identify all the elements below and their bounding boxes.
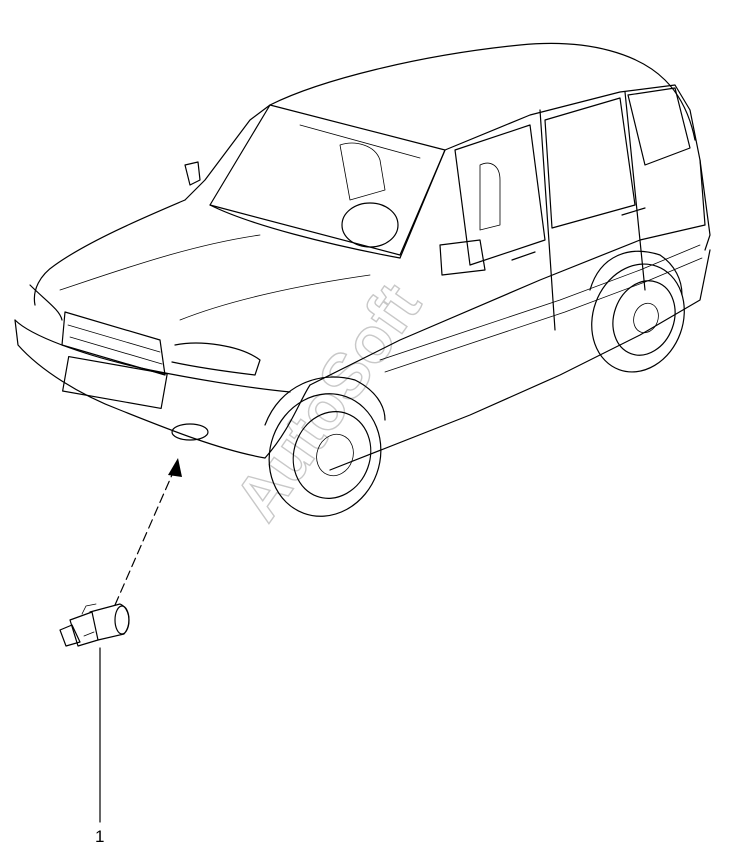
callout-label-1: 1 bbox=[95, 827, 104, 846]
part-sensor bbox=[59, 603, 130, 647]
watermark-text: AutoSoft bbox=[220, 270, 434, 533]
assembly-arrow bbox=[114, 458, 182, 606]
vehicle-illustration bbox=[14, 42, 711, 517]
